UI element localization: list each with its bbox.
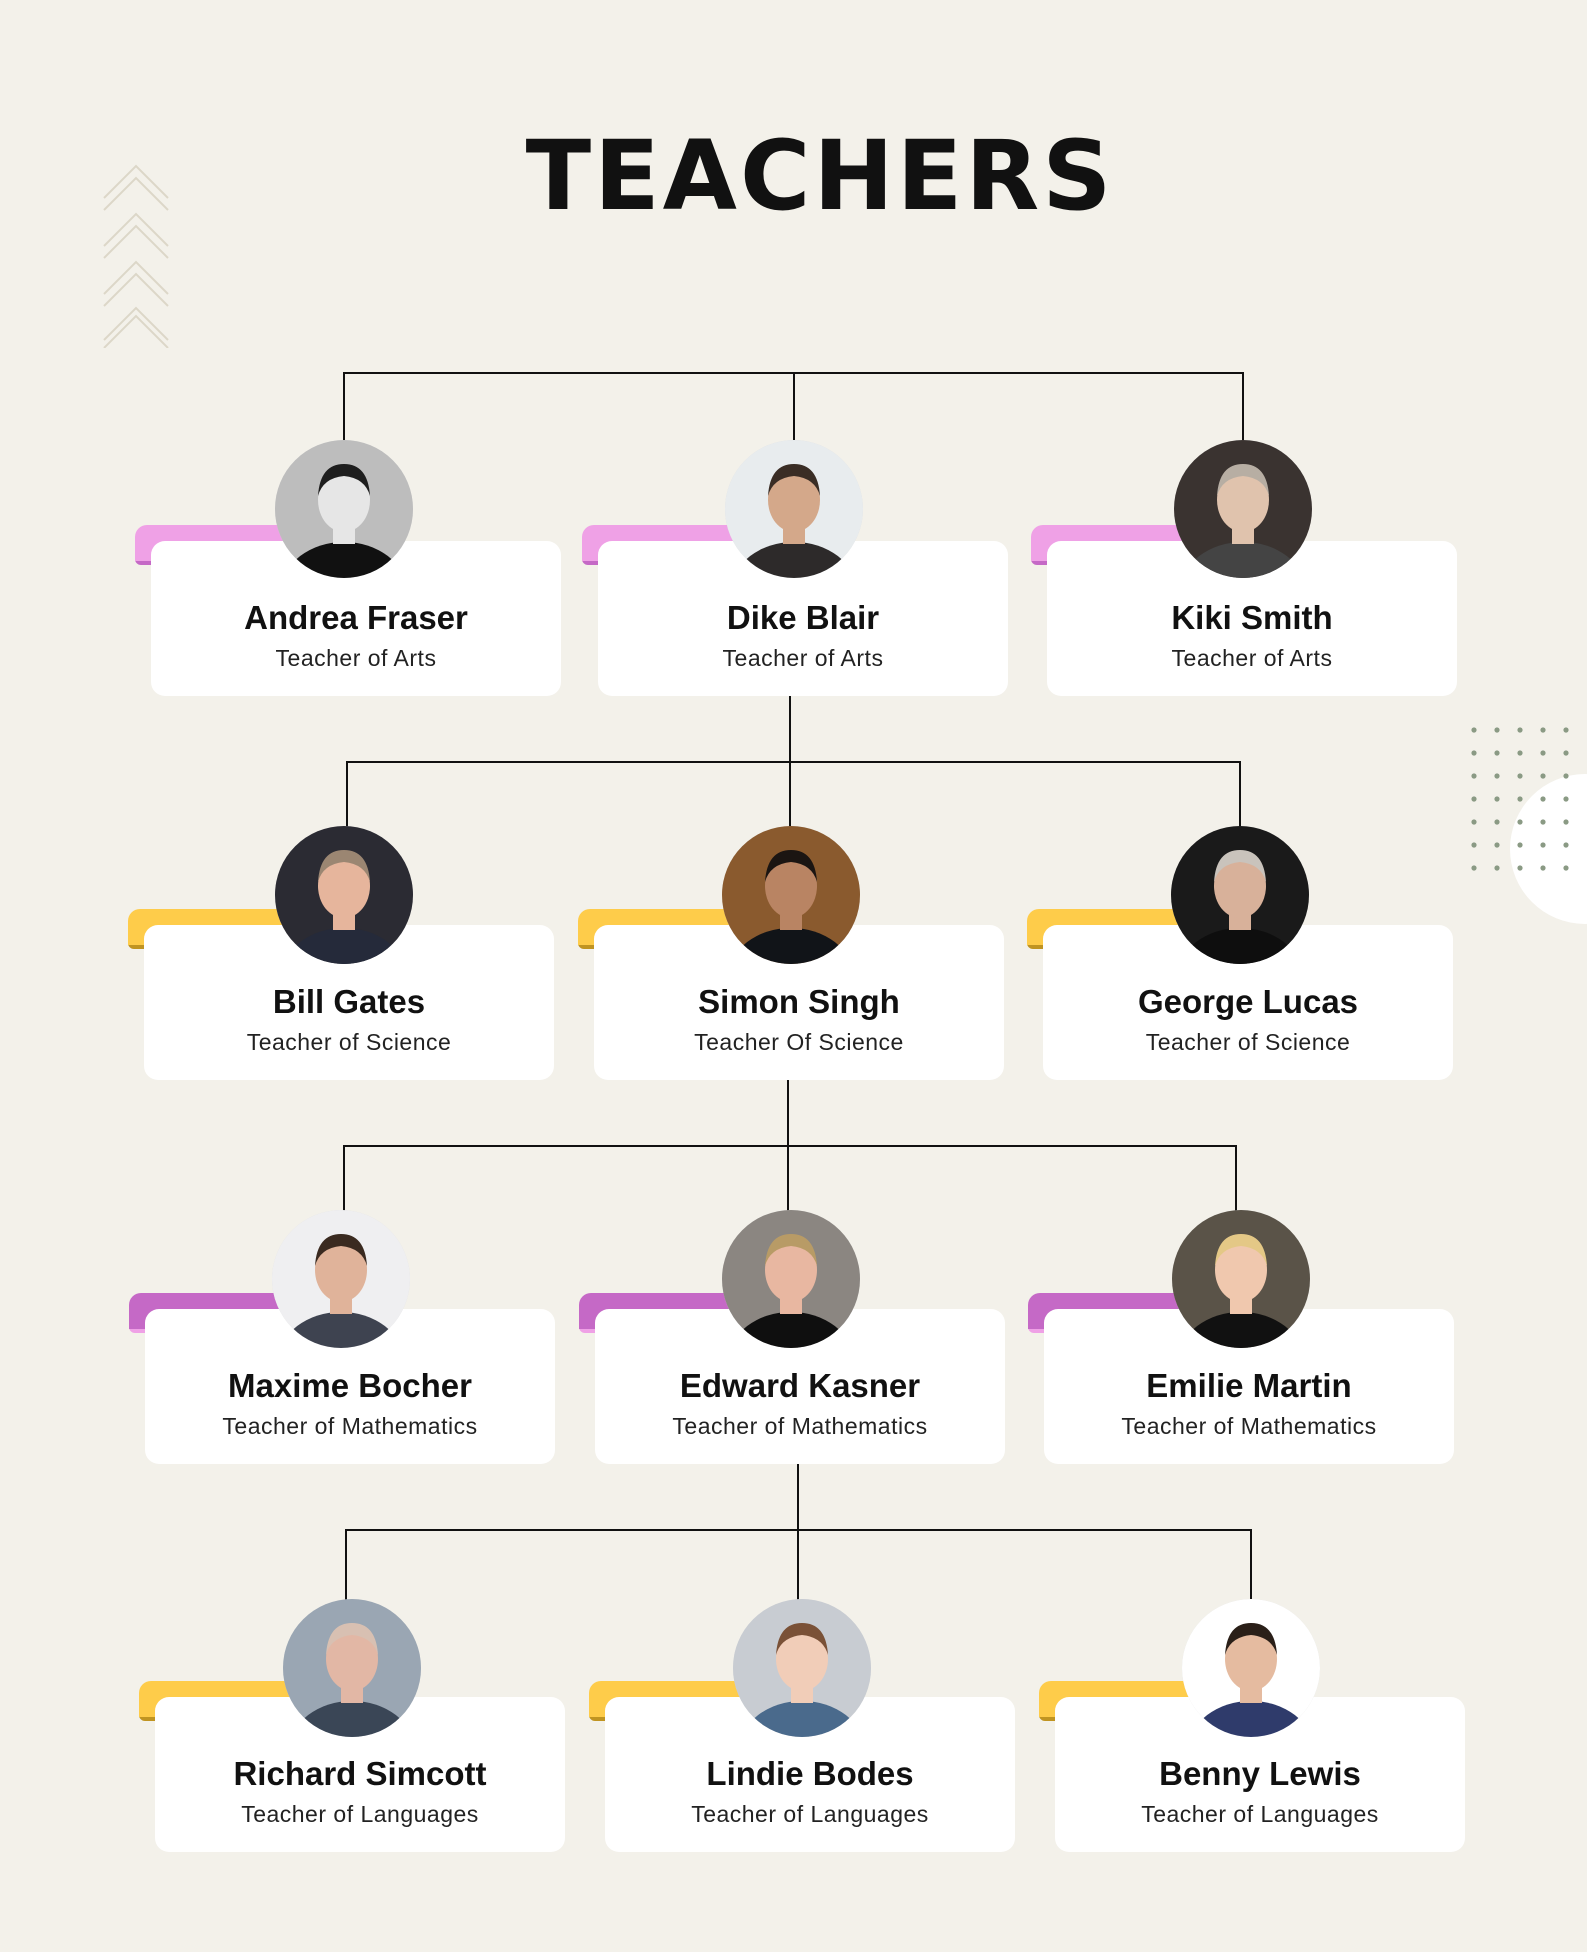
teacher-role: Teacher of Science [246,1029,452,1055]
teacher-name: Richard Simcott [233,1755,487,1792]
teacher-photo [722,826,860,964]
teacher-role: Teacher of Mathematics [222,1413,478,1439]
page-title: TEACHERS [525,120,1115,232]
teacher-role: Teacher of Languages [241,1801,479,1827]
teacher-name: Lindie Bodes [706,1755,914,1792]
teacher-name: George Lucas [1137,983,1359,1020]
teacher-photo [283,1599,421,1737]
teacher-name: Andrea Fraser [244,599,468,636]
teacher-photo [272,1210,410,1348]
teacher-photo [1182,1599,1320,1737]
teacher-role: Teacher of Science [1145,1029,1351,1055]
teacher-photo [1172,1210,1310,1348]
teacher-name: Emilie Martin [1146,1367,1352,1404]
teacher-photo [275,440,413,578]
teacher-role: Teacher of Mathematics [1121,1413,1377,1439]
chevron-decoration-icon [103,164,169,348]
teacher-name: Simon Singh [698,983,900,1020]
teacher-photo [275,826,413,964]
teacher-photo [725,440,863,578]
teacher-name: Bill Gates [272,983,426,1020]
teacher-photo [722,1210,860,1348]
teacher-photo [1171,826,1309,964]
teacher-name: Kiki Smith [1171,599,1333,636]
teacher-role: Teacher of Mathematics [672,1413,928,1439]
teacher-role: Teacher of Arts [1171,645,1333,671]
dot-grid-decoration-icon [1471,727,1569,871]
teacher-name: Edward Kasner [679,1367,921,1404]
teacher-photo [733,1599,871,1737]
teacher-role: Teacher of Languages [1141,1801,1379,1827]
teacher-name: Benny Lewis [1159,1755,1361,1792]
teacher-role: Teacher Of Science [694,1029,904,1055]
teacher-role: Teacher of Arts [275,645,437,671]
teacher-name: Dike Blair [726,599,880,636]
teacher-name: Maxime Bocher [228,1367,472,1404]
teacher-role: Teacher of Languages [691,1801,929,1827]
teacher-photo [1174,440,1312,578]
teacher-role: Teacher of Arts [722,645,884,671]
